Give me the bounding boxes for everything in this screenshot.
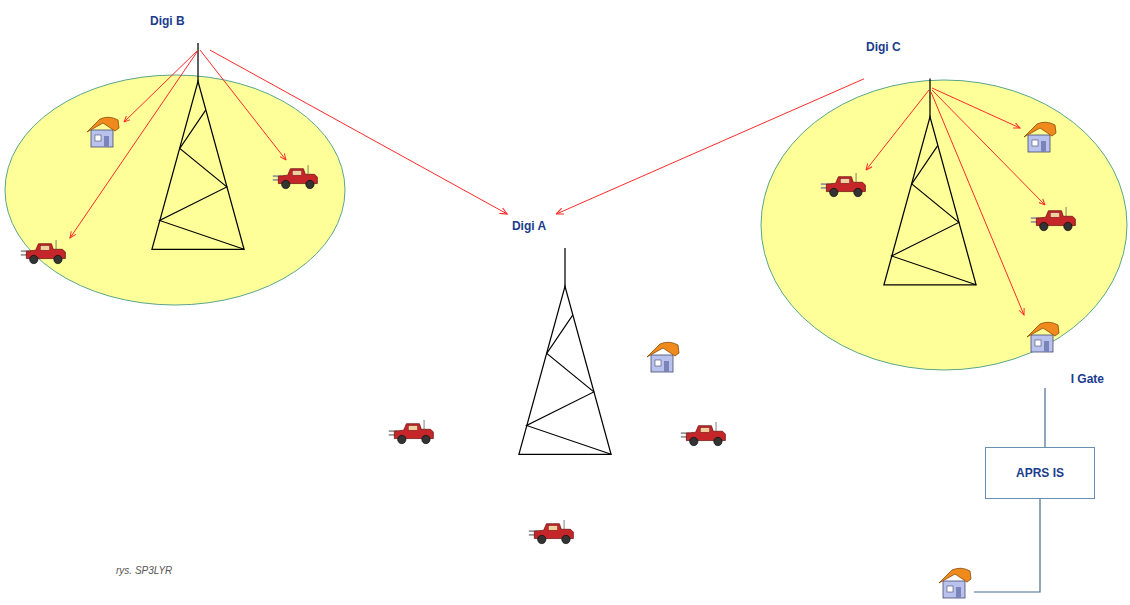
digi-label: Digi A (500, 214, 558, 238)
node-text: Digi A (512, 219, 546, 233)
node-text: Digi C (866, 40, 901, 54)
igate-station: I Gate (1020, 318, 1106, 388)
radio-path (932, 88, 1020, 128)
node-text: APRS IS (1016, 466, 1064, 480)
coverage-area (5, 75, 345, 305)
station-house (87, 117, 119, 147)
digi-tower (884, 78, 976, 284)
radio-path (200, 50, 286, 160)
node-text: Digi B (150, 14, 185, 28)
station-house (647, 342, 679, 372)
digi-label: Digi C (864, 38, 936, 88)
igate-house (1027, 322, 1059, 352)
radio-path (932, 90, 1045, 205)
mobile-car (821, 173, 866, 197)
radio-link (210, 50, 507, 214)
radio-paths (70, 50, 1045, 315)
digi-tower (152, 43, 244, 249)
mobile-car (273, 165, 318, 189)
internet-link (974, 499, 1040, 592)
figure-credit: rys. SP3LYR (116, 565, 172, 576)
node-text: I Gate (1071, 372, 1104, 386)
radio-path (70, 52, 197, 238)
mobile-car (21, 240, 66, 264)
network-box: APRS IS (985, 447, 1095, 499)
digi-label: Digi B (148, 12, 210, 54)
coverage-area (761, 80, 1127, 370)
radio-path (124, 50, 198, 122)
radio-link (1044, 388, 1045, 447)
digi-tower (519, 248, 611, 454)
station-house (1024, 122, 1056, 152)
station-house (939, 568, 971, 598)
radio-link (556, 79, 864, 214)
mobile-car (1031, 207, 1076, 231)
radio-path (931, 92, 1024, 315)
mobile-car (389, 420, 434, 444)
mobile-car (529, 520, 574, 544)
mobile-car (681, 422, 726, 446)
radio-path (866, 90, 929, 170)
